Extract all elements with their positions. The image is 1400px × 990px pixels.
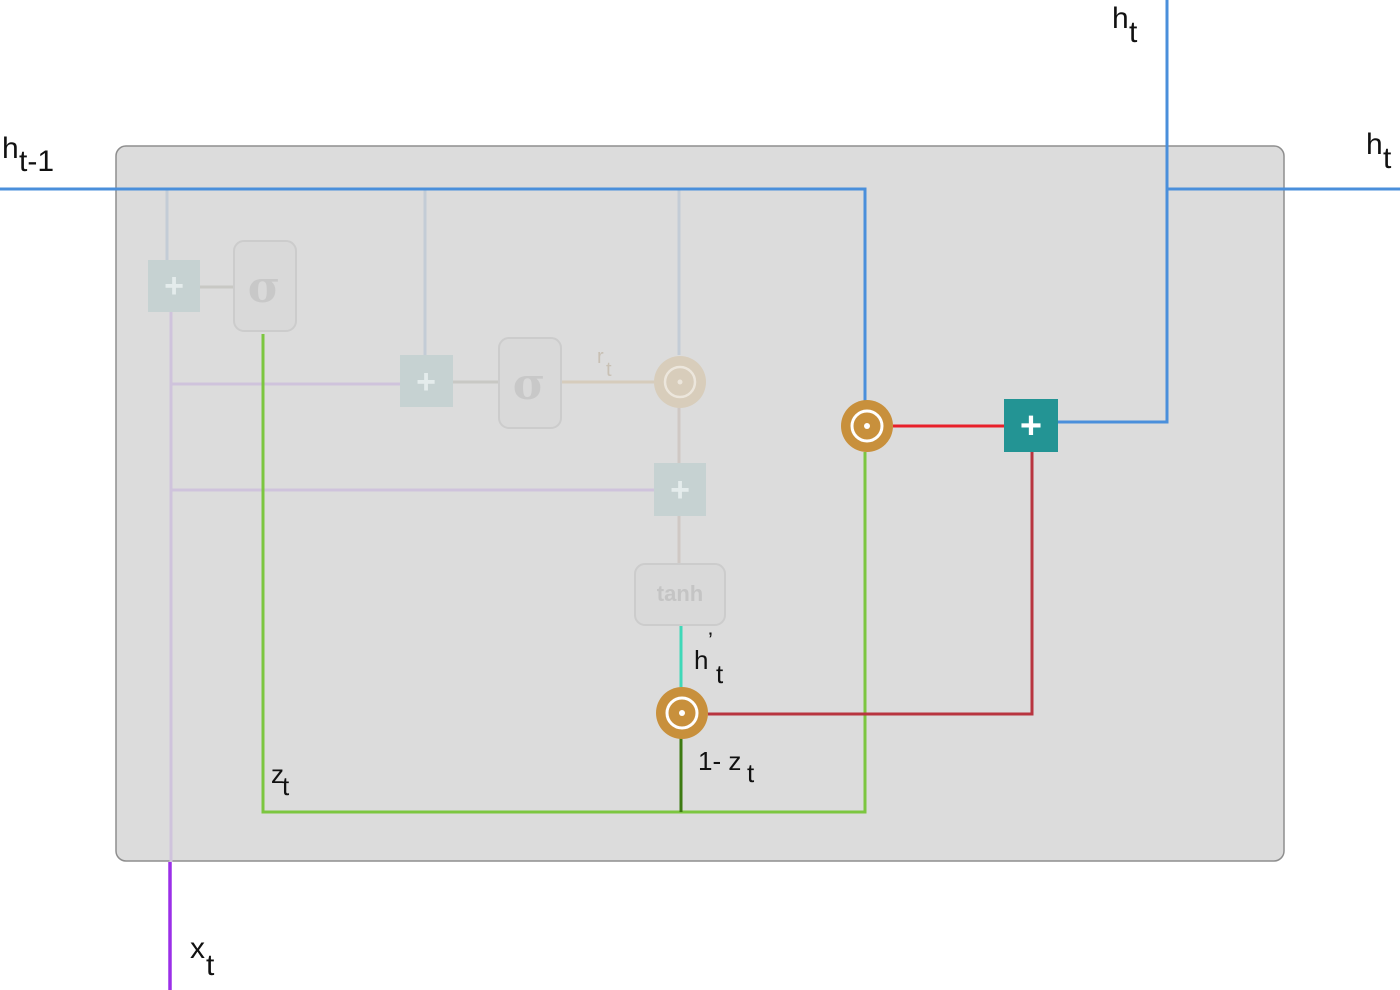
faded-sigma-update: σ <box>233 240 297 332</box>
svg-text:t: t <box>206 949 215 982</box>
label-r-t: r t <box>597 346 612 381</box>
svg-text:tanh: tanh <box>657 581 703 606</box>
svg-text:1- z: 1- z <box>698 746 741 776</box>
multiply-node-bottom <box>656 687 708 739</box>
add-node: + <box>1004 399 1058 452</box>
update-gate-line <box>261 334 867 814</box>
faded-multiply-reset <box>654 356 706 408</box>
svg-text:z: z <box>271 759 284 789</box>
label-x-t: x t <box>190 932 215 982</box>
svg-text:+: + <box>1020 405 1042 447</box>
svg-text:t: t <box>747 758 755 788</box>
svg-text:t: t <box>606 359 612 381</box>
label-one-minus-z: 1- z t <box>698 746 755 788</box>
svg-text:+: + <box>670 471 690 509</box>
svg-text:r: r <box>597 346 604 368</box>
multiply-node-top <box>841 400 893 452</box>
label-h-out-right: h t <box>1366 128 1392 175</box>
label-z-t: z t <box>271 759 290 801</box>
svg-text:+: + <box>416 363 436 401</box>
svg-text:σ: σ <box>513 359 545 410</box>
svg-text:h: h <box>2 132 19 165</box>
svg-text:h: h <box>1112 2 1129 35</box>
svg-text:’: ’ <box>708 628 713 653</box>
svg-text:t: t <box>282 771 290 801</box>
label-h-out-top: h t <box>1112 2 1138 49</box>
svg-text:h: h <box>694 645 708 675</box>
hidden-state-line <box>0 187 867 410</box>
svg-text:t: t <box>1383 142 1392 175</box>
svg-text:x: x <box>190 932 205 965</box>
svg-text:h: h <box>1366 128 1383 161</box>
dark-red-line <box>708 452 1034 716</box>
svg-text:σ: σ <box>248 262 280 313</box>
label-h-candidate: h ’ t <box>694 628 724 689</box>
hidden-output-line <box>1058 0 1169 424</box>
faded-reset-path: + + + σ σ tanh <box>148 190 726 862</box>
svg-text:t-1: t-1 <box>19 145 54 178</box>
svg-text:t: t <box>1129 16 1138 49</box>
faded-plus-reset: + <box>400 355 453 407</box>
faded-tanh-box: tanh <box>634 563 726 626</box>
label-h-prev: h t-1 <box>2 132 54 178</box>
faded-plus-candidate: + <box>654 463 706 516</box>
svg-text:+: + <box>164 267 184 305</box>
faded-plus-update: + <box>148 260 200 312</box>
svg-text:t: t <box>716 659 724 689</box>
faded-sigma-reset: σ <box>498 337 562 429</box>
